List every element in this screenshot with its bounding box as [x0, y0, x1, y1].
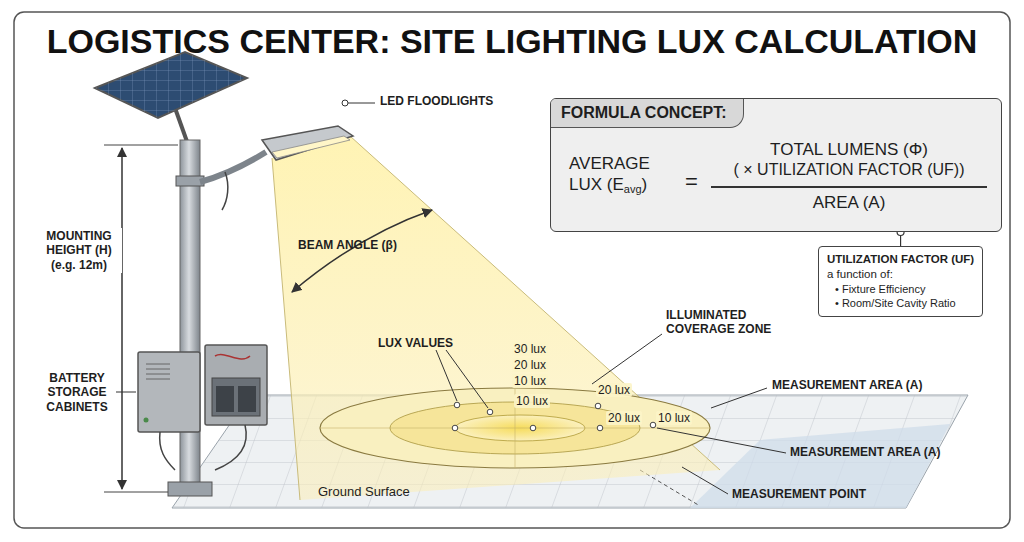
- leader-line-part: [114, 392, 136, 393]
- leader-line-part: [348, 103, 375, 104]
- led-floodlight: [222, 126, 353, 210]
- part-label: LED FLOODLIGHTS: [380, 94, 493, 108]
- formula-box: FORMULA CONCEPT: AVERAGE LUX (Eavg)= TOTAL…: [550, 98, 1002, 232]
- solar-panel-part: [95, 52, 247, 118]
- measurement-point-part: [454, 402, 460, 408]
- leader-line-part: [592, 334, 662, 384]
- measurement-point-part: [452, 425, 458, 431]
- illuminated-zone-part: [320, 388, 710, 468]
- light-pole-part: [200, 152, 266, 182]
- area-label: MEASUREMENT AREA (A): [772, 378, 922, 392]
- measurement-point-part: [530, 425, 536, 431]
- formula-numerator: ( × UTILIZATION FACTOR (UF)): [711, 160, 987, 181]
- ground-plane-part: [690, 424, 950, 508]
- box-heading: UTILIZATION FACTOR (UF): [827, 252, 974, 267]
- solar-panel: [95, 52, 247, 150]
- dimension-label: MOUNTING HEIGHT (H) (e.g. 12m): [36, 228, 122, 273]
- leader-line-part: [342, 100, 348, 106]
- angle-label: BEAM ANGLE (β): [298, 238, 397, 252]
- led-floodlight-part: [272, 136, 350, 158]
- lux-value: 20 lux: [606, 411, 642, 425]
- dimension-arrow: [104, 145, 178, 492]
- formula-subscript: avg: [624, 183, 642, 195]
- formula-fraction: TOTAL LUMENS (Φ)( × UTILIZATION FACTOR (…: [711, 139, 987, 213]
- battery-cabinet-part: [138, 352, 200, 432]
- area-label: MEASUREMENT AREA (A): [790, 445, 940, 459]
- battery-cabinet-part: [216, 386, 234, 412]
- title-bar: LOGISTICS CENTER: SITE LIGHTING LUX CALC…: [0, 22, 1024, 61]
- measurement-point-part: [650, 422, 656, 428]
- light-pole-part: [168, 482, 212, 496]
- lux-value: 20 lux: [596, 383, 632, 397]
- beam-angle-arc-part: [292, 210, 432, 292]
- fraction-bar: [711, 186, 987, 188]
- leader-line-part: [682, 467, 728, 494]
- leader-line-part: [657, 428, 786, 453]
- formula-text: ): [642, 175, 648, 194]
- box-text: • Fixture Efficiency: [827, 282, 974, 296]
- dimension-arrow-part: [121, 148, 123, 489]
- lux-value: 10 lux: [512, 374, 548, 388]
- measurement-point-part: [597, 425, 603, 431]
- battery-cabinet-part: [205, 345, 267, 425]
- measurement-point-part: [595, 403, 601, 409]
- ground-plane-part: [172, 395, 968, 508]
- measurement-point: [452, 402, 656, 431]
- light-pole-part: [180, 140, 200, 485]
- formula-lhs: AVERAGE LUX (Eavg): [569, 153, 681, 197]
- solar-panel-part: [95, 52, 247, 118]
- battery-cabinet-part: [215, 355, 250, 359]
- ground-plane-part: [172, 395, 968, 508]
- measurement-point-part: [487, 409, 493, 415]
- formula-numerator: TOTAL LUMENS (Φ): [711, 139, 987, 160]
- illuminated-zone: [320, 388, 710, 468]
- point-label: MEASUREMENT POINT: [732, 487, 866, 501]
- battery-cabinet-part: [146, 364, 170, 379]
- light-pole: [168, 140, 266, 496]
- zone-label: ILLUMINATED COVERAGE ZONE: [666, 308, 784, 337]
- lux-value: 10 lux: [656, 411, 692, 425]
- formula-heading: FORMULA CONCEPT:: [561, 104, 727, 121]
- ground-plane-part: [640, 470, 700, 506]
- diagram-title: LOGISTICS CENTER: SITE LIGHTING LUX CALC…: [47, 22, 978, 61]
- box-text: a function of:: [827, 267, 974, 282]
- box-text: • Room/Site Cavity Ratio: [827, 296, 974, 310]
- ground-label: Ground Surface: [318, 484, 410, 500]
- lux-value: 10 lux: [514, 394, 550, 408]
- battery-cabinet-part: [238, 386, 256, 412]
- led-floodlight-part: [222, 172, 228, 210]
- formula-denominator: AREA (A): [711, 192, 987, 213]
- lux-value: 30 lux: [512, 342, 548, 356]
- battery-cabinet-part: [212, 378, 260, 416]
- definition-box: UTILIZATION FACTOR (UF)a function of:• F…: [818, 246, 983, 317]
- battery-cabinet-part: [160, 425, 247, 470]
- callout-label: LUX VALUES: [378, 336, 453, 350]
- frame: [14, 12, 1010, 528]
- formula-equals: =: [685, 169, 698, 195]
- formula-tab: FORMULA CONCEPT:: [551, 99, 744, 128]
- led-floodlight-part: [262, 126, 353, 160]
- lux-value: 20 lux: [512, 358, 548, 372]
- dimension-arrow-part: [104, 145, 178, 492]
- leader-line-part: [436, 350, 457, 401]
- ground-plane: [172, 395, 968, 508]
- battery-cabinet: [138, 345, 267, 470]
- illuminated-zone-part: [320, 388, 710, 468]
- leader-line-part: [446, 350, 488, 408]
- part-label: BATTERY STORAGE CABINETS: [38, 370, 116, 415]
- battery-cabinet-part: [144, 418, 149, 423]
- leader-line-part: [711, 388, 767, 408]
- beam-angle-arc: [292, 210, 432, 292]
